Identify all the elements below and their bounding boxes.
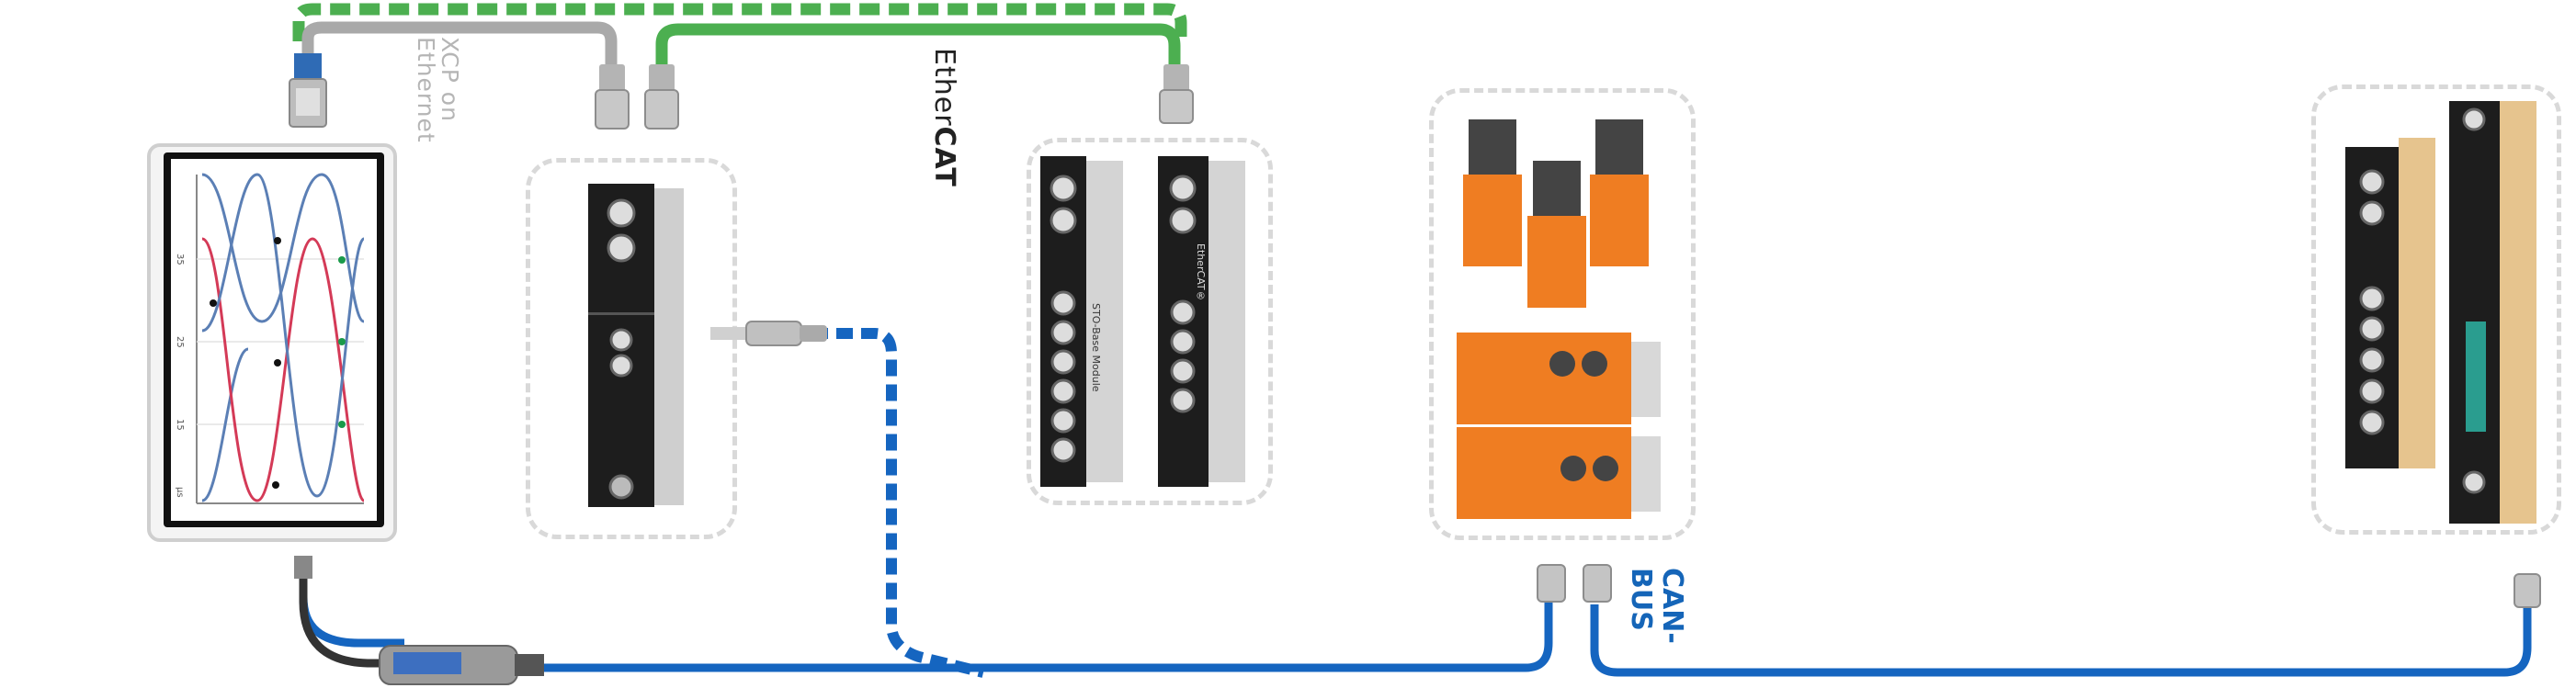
can-cable-right	[1590, 604, 2532, 677]
ethercat-logo-label: EtherCAT	[928, 48, 960, 187]
probe-connector	[710, 321, 827, 346]
orange-sensor-modules	[1457, 119, 1661, 519]
ethernet-plug	[289, 53, 327, 128]
module-group-wood	[2311, 85, 2561, 535]
can-plug-2	[1583, 564, 1612, 603]
ethercat-green-cable	[655, 23, 1181, 66]
m12-plug-2	[644, 64, 679, 130]
module-group-orange	[1429, 88, 1696, 540]
sto-module-label: STO-Base Module	[1090, 303, 1102, 392]
ethercat-module	[1158, 156, 1245, 487]
blue-sine-curve-2	[201, 173, 366, 498]
usb-cable	[299, 579, 395, 668]
ecat-module-label: EtherCAT®	[1195, 243, 1207, 302]
tablet-tick-15: 15	[175, 419, 185, 431]
tablet-tick-us: µs	[175, 487, 185, 498]
xcp-on-ethernet-label: XCP on Ethernet	[413, 37, 463, 143]
ethercat-suffix: CAT	[928, 126, 960, 187]
can-dashed-cable	[712, 328, 985, 678]
module-group-ethercat	[1027, 138, 1273, 505]
xcp-gateway-module	[588, 184, 684, 507]
xcp-gray-cable	[301, 21, 618, 64]
thermo-base-modules	[2345, 101, 2536, 524]
m12-plug-3	[1159, 64, 1194, 124]
sto-base-module	[1040, 156, 1123, 487]
tablet	[147, 143, 397, 542]
ethernet-dashed-cable	[292, 3, 1187, 41]
tablet-tick-25: 25	[175, 336, 185, 348]
can-bus-label: CAN- BUS	[1625, 568, 1688, 644]
ethercat-prefix: Ether	[928, 48, 960, 127]
can-plug-3	[2514, 573, 2541, 608]
red-sine-curve	[201, 237, 366, 502]
m12-plug-1	[595, 64, 630, 130]
can-plug-1	[1537, 564, 1566, 603]
usb-can-interface	[294, 556, 544, 685]
tablet-tick-35: 35	[175, 254, 185, 265]
module-group-xcp	[526, 158, 737, 539]
